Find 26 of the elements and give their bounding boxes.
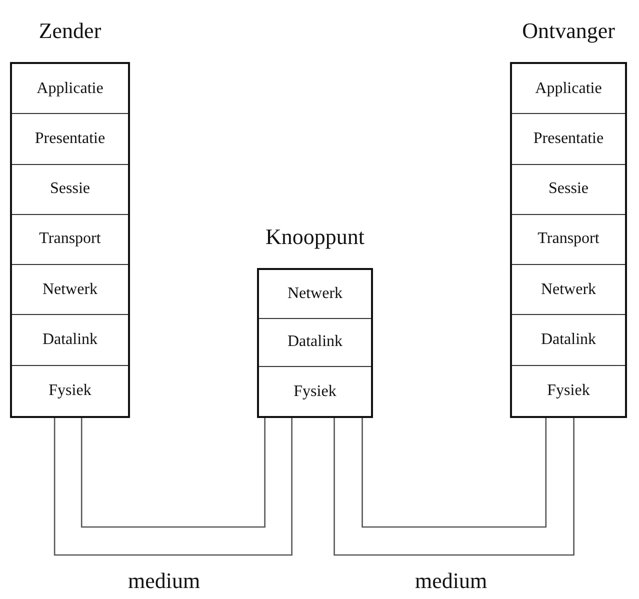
stack-heading: Zender xyxy=(38,18,102,44)
layer-label: Transport xyxy=(538,230,600,248)
layer-label: Netwerk xyxy=(42,280,98,299)
layer-label: Netwerk xyxy=(540,280,596,299)
layer-label: Presentatie xyxy=(34,130,106,148)
layer-label: Datalink xyxy=(42,331,98,350)
stack-heading: Knooppunt xyxy=(266,224,364,250)
layer-label: Fysiek xyxy=(48,382,92,400)
layer-label: Applicatie xyxy=(36,80,104,98)
medium-label: medium xyxy=(128,568,200,594)
layer-label: Datalink xyxy=(540,331,596,350)
layer-label: Sessie xyxy=(548,180,588,198)
layer-label: Fysiek xyxy=(294,382,336,401)
medium-line xyxy=(80,418,266,528)
stack-heading: Ontvanger xyxy=(522,18,615,44)
medium-line xyxy=(334,418,574,556)
layer-label: Datalink xyxy=(287,333,343,352)
layer-label: Presentatie xyxy=(533,130,604,148)
layer-label: Fysiek xyxy=(547,382,590,400)
medium-label: medium xyxy=(415,568,488,594)
layer-label: Sessie xyxy=(50,180,90,198)
medium-line xyxy=(54,418,292,556)
layer-label: Transport xyxy=(39,230,101,248)
medium-line xyxy=(362,418,547,528)
layer-label: Netwerk xyxy=(287,284,343,303)
layer-label: Applicatie xyxy=(535,80,602,98)
